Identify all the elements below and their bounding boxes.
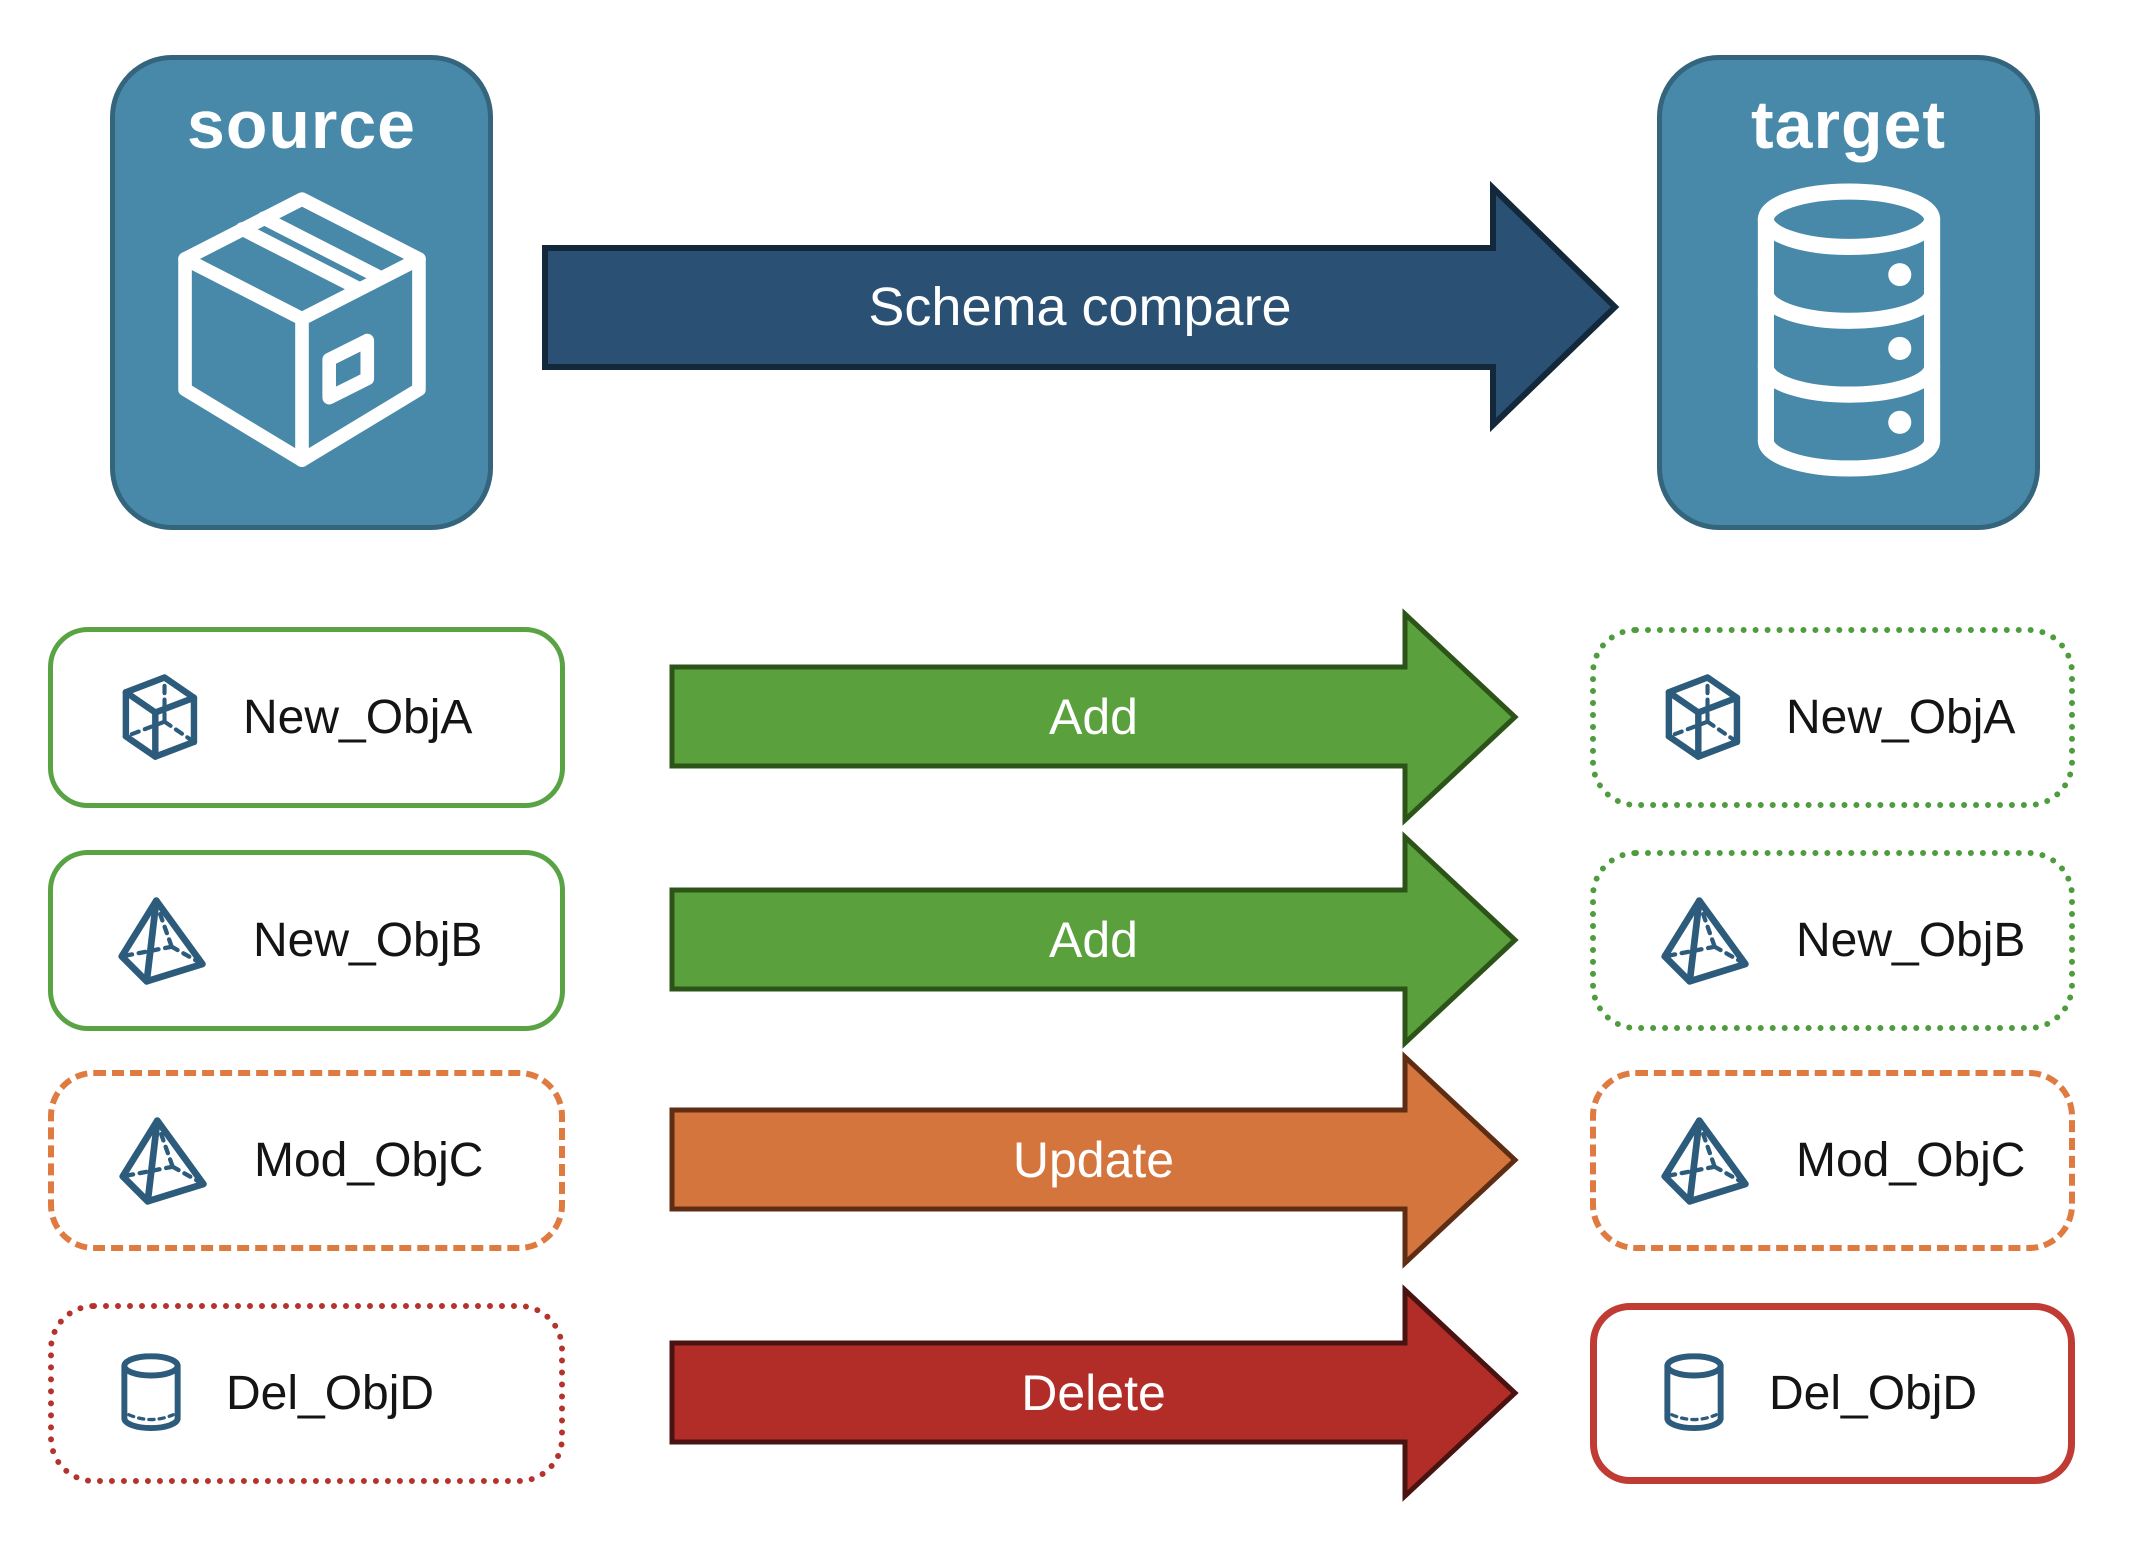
- source-node: source: [110, 55, 493, 530]
- update-arrow-shape: [669, 1051, 1519, 1269]
- object-label: Del_ObjD: [226, 1367, 435, 1420]
- target-node-label: target: [1751, 87, 1946, 163]
- cylinder-icon: [114, 1348, 188, 1440]
- source-card-new-objb: New_ObjB: [48, 850, 565, 1031]
- pyramid-icon: [114, 1113, 216, 1209]
- source-card-mod-objc: Mod_ObjC: [48, 1070, 565, 1251]
- schema-compare-arrow: Schema compare: [542, 180, 1620, 433]
- source-card-del-objd: Del_ObjD: [48, 1303, 565, 1484]
- add-arrow-row-2: Add: [669, 831, 1519, 1049]
- update-arrow-row-3: Update: [669, 1051, 1519, 1269]
- object-label: New_ObjA: [243, 691, 473, 744]
- cube-icon: [113, 670, 205, 766]
- database-icon: [1733, 180, 1965, 480]
- add-arrow-shape: [669, 831, 1519, 1049]
- pyramid-icon: [1656, 1113, 1758, 1209]
- add-arrow-shape: [669, 608, 1519, 826]
- add-arrow-row-1: Add: [669, 608, 1519, 826]
- cylinder-icon: [1657, 1348, 1731, 1440]
- pyramid-icon: [113, 893, 215, 989]
- delete-arrow-row-4: Delete: [669, 1284, 1519, 1502]
- object-label: New_ObjA: [1786, 691, 2016, 744]
- pyramid-icon: [1656, 893, 1758, 989]
- target-card-del-objd: Del_ObjD: [1590, 1303, 2075, 1484]
- object-label: Mod_ObjC: [1796, 1134, 2026, 1187]
- object-label: New_ObjB: [253, 914, 483, 967]
- package-icon: [166, 188, 438, 474]
- schema-compare-arrow-shape: [542, 180, 1620, 433]
- source-node-label: source: [187, 87, 416, 163]
- source-card-new-obja: New_ObjA: [48, 627, 565, 808]
- object-label: Mod_ObjC: [254, 1134, 484, 1187]
- delete-arrow-shape: [669, 1284, 1519, 1502]
- target-card-mod-objc: Mod_ObjC: [1590, 1070, 2075, 1251]
- object-label: Del_ObjD: [1769, 1367, 1978, 1420]
- cube-icon: [1656, 670, 1748, 766]
- target-card-new-obja: New_ObjA: [1590, 627, 2075, 808]
- target-card-new-objb: New_ObjB: [1590, 850, 2075, 1031]
- target-node: target: [1657, 55, 2040, 530]
- object-label: New_ObjB: [1796, 914, 2026, 967]
